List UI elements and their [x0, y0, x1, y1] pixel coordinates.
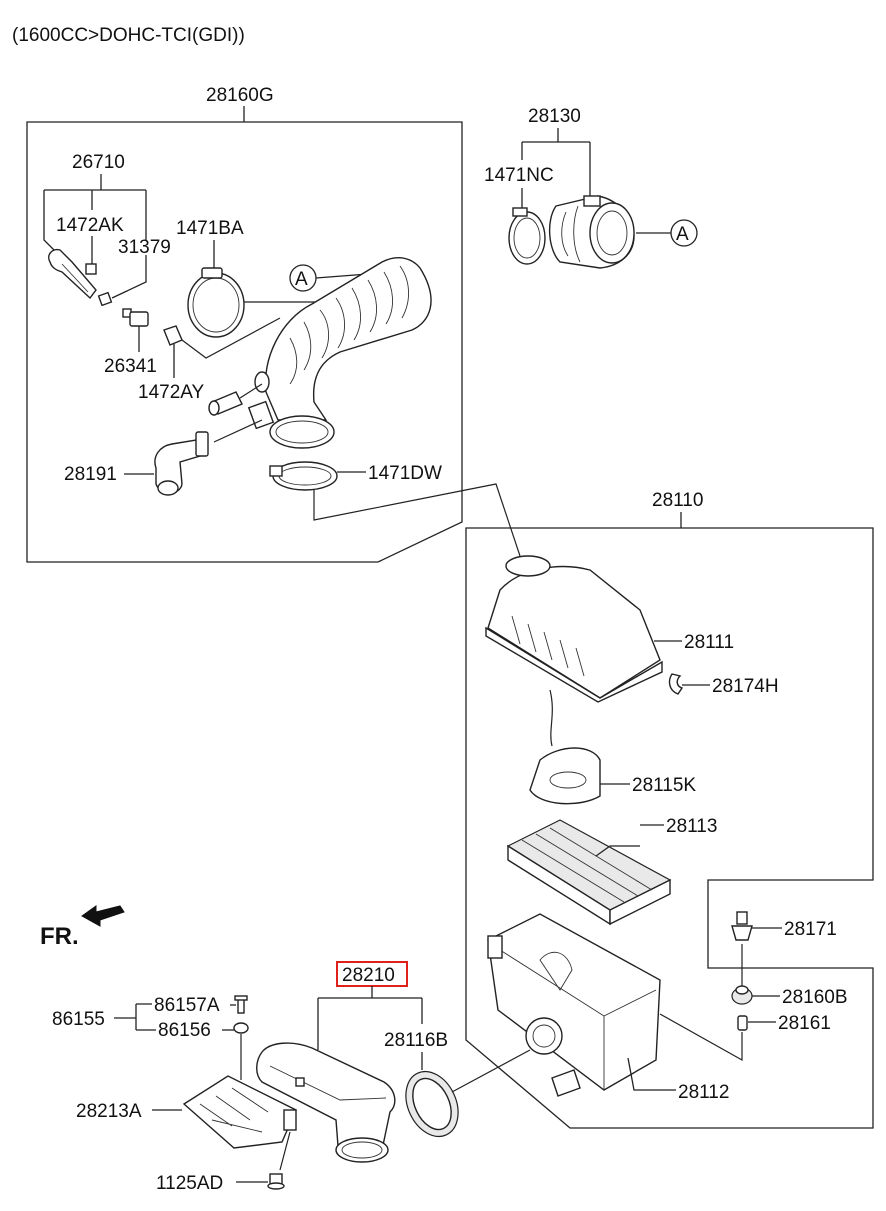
label-28160b[interactable]: 28160B [782, 987, 848, 1008]
label-26710[interactable]: 26710 [72, 152, 125, 173]
front-direction-indicator: FR. [40, 905, 125, 950]
label-28191[interactable]: 28191 [64, 464, 117, 485]
ref-a-label-1: A [295, 269, 308, 290]
clip-31379[interactable] [97, 291, 113, 307]
air-cleaner-body-28112[interactable] [487, 913, 661, 1097]
air-duct-28210[interactable] [256, 1042, 396, 1163]
front-label: FR. [40, 923, 79, 950]
clamp-1471ba[interactable] [187, 267, 245, 338]
label-28115k[interactable]: 28115K [632, 775, 696, 796]
sensor-26341[interactable] [122, 308, 149, 352]
label-86157a[interactable]: 86157A [154, 995, 220, 1016]
grommet-28160b[interactable] [731, 985, 753, 1005]
label-28112[interactable]: 28112 [678, 1082, 729, 1103]
washer-86156[interactable] [233, 1022, 249, 1034]
label-1471ba[interactable]: 1471BA [176, 218, 244, 239]
group-28210: 28210 28116B 86155 86157A 86156 [52, 961, 531, 1194]
screw-86157a[interactable] [234, 995, 248, 1014]
hose-28191[interactable] [154, 431, 209, 496]
group-28130: 28130 1471NC A [484, 106, 698, 269]
label-86156[interactable]: 86156 [158, 1020, 211, 1041]
pin-28161[interactable] [737, 1015, 748, 1031]
breather-hose-part[interactable] [48, 248, 113, 307]
engine-spec-title: (1600CC>DOHC-TCI(GDI)) [12, 25, 245, 46]
group-28160g-frame [26, 121, 463, 563]
clamp-1471dw[interactable] [269, 461, 338, 491]
pcv-pipe[interactable] [208, 391, 243, 416]
seal-28116b[interactable] [396, 1063, 468, 1145]
label-1125ad[interactable]: 1125AD [156, 1173, 223, 1194]
label-28161[interactable]: 28161 [778, 1013, 831, 1034]
label-1471dw[interactable]: 1471DW [368, 463, 442, 484]
label-28160g[interactable]: 28160G [206, 85, 274, 106]
bolt-28171[interactable] [731, 911, 753, 941]
ref-a-circle-2 [670, 219, 698, 247]
label-26341[interactable]: 26341 [104, 356, 157, 377]
duct-28130[interactable] [548, 195, 635, 269]
label-28213a[interactable]: 28213A [76, 1101, 142, 1122]
label-31379[interactable]: 31379 [118, 237, 171, 258]
intake-hose-28160g[interactable] [247, 257, 432, 449]
label-28174h[interactable]: 28174H [712, 676, 779, 697]
clip-28174h[interactable] [668, 673, 684, 695]
label-28111[interactable]: 28111 [684, 632, 734, 653]
label-86155[interactable]: 86155 [52, 1009, 105, 1030]
label-28130[interactable]: 28130 [528, 106, 581, 127]
ref-a-label-2: A [676, 224, 689, 245]
air-cleaner-cover-28111[interactable] [485, 555, 663, 703]
label-28113[interactable]: 28113 [666, 816, 717, 837]
label-28110[interactable]: 28110 [652, 490, 703, 511]
group-28110-frame [465, 527, 874, 1129]
air-filter-28113[interactable] [506, 819, 672, 926]
front-arrow-icon [81, 905, 125, 927]
label-1471nc[interactable]: 1471NC [484, 165, 554, 186]
resonator-28115k[interactable] [529, 747, 601, 805]
label-28171[interactable]: 28171 [784, 919, 837, 940]
group-28110: 28110 28111 28174H 28115K [465, 490, 874, 1129]
clip-1472ay[interactable] [163, 325, 183, 378]
label-28210[interactable]: 28210 [342, 965, 395, 986]
bolt-1125ad[interactable] [267, 1173, 285, 1190]
clamp-1471nc[interactable] [508, 207, 546, 265]
group-28160g: 28160G 26710 1472AK 31379 26341 1472AY [26, 85, 521, 563]
bracket-28213a[interactable] [182, 1075, 297, 1149]
label-28116b[interactable]: 28116B [384, 1030, 448, 1051]
hose-clip-1472ak[interactable] [85, 263, 97, 275]
label-1472ay[interactable]: 1472AY [138, 382, 205, 403]
label-1472ak[interactable]: 1472AK [56, 215, 124, 236]
